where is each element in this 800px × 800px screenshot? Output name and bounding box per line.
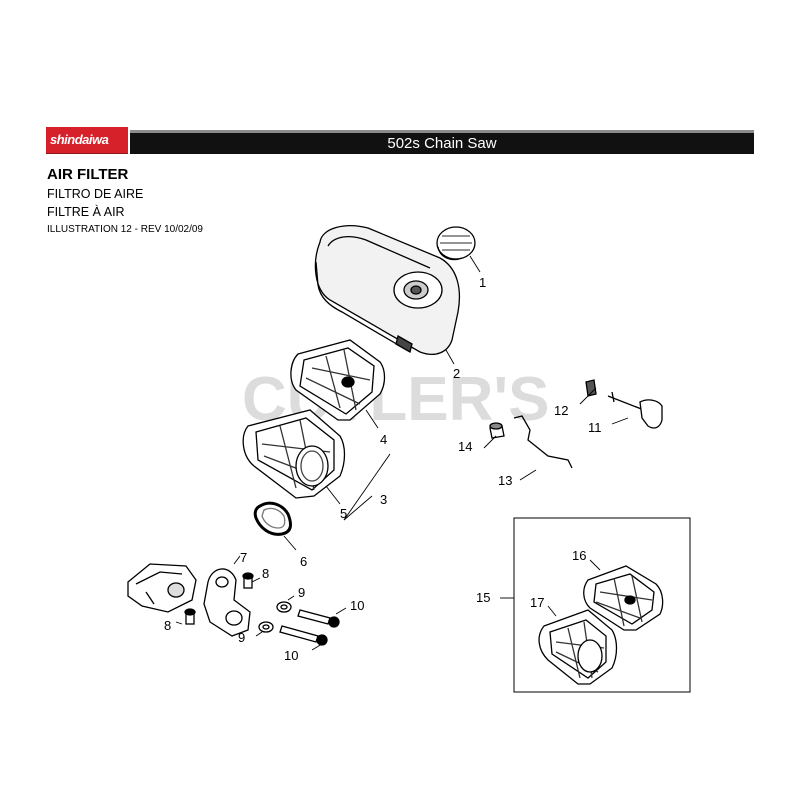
- part-washer-9b: [258, 621, 274, 633]
- section-title-es: FILTRO DE AIRE: [47, 187, 144, 201]
- brand-logo: shindaiwa: [46, 127, 128, 154]
- illustration-rev: ILLUSTRATION 12 - REV 10/02/09: [47, 224, 203, 235]
- callout-7: 7: [240, 550, 247, 565]
- part-choke-lever: [607, 391, 663, 429]
- part-screw-8b: [184, 608, 196, 625]
- callout-5: 5: [340, 506, 347, 521]
- page-header: shindaiwa 502s Chain Saw: [46, 127, 754, 154]
- title-bar: 502s Chain Saw: [130, 130, 754, 154]
- callout-6: 6: [300, 554, 307, 569]
- part-filter-base-17: [538, 609, 618, 685]
- part-carburetor: [127, 563, 197, 613]
- part-filter-base: [242, 409, 346, 499]
- inset-box: [513, 517, 691, 693]
- callout-4: 4: [380, 432, 387, 447]
- part-screw-8a: [242, 572, 254, 589]
- callout-16: 16: [572, 548, 586, 563]
- part-bolt-10a: [297, 609, 340, 628]
- part-gasket: [253, 501, 292, 536]
- callout-11: 11: [588, 420, 602, 435]
- callout-8b: 8: [164, 618, 171, 633]
- title-bar-stripe: [130, 130, 754, 133]
- part-filter-element: [290, 339, 386, 421]
- callout-9a: 9: [298, 585, 305, 600]
- callout-10a: 10: [350, 598, 364, 613]
- callout-15: 15: [476, 590, 490, 605]
- part-12-clip: [585, 379, 597, 397]
- part-cover-knob: [436, 226, 476, 261]
- part-filter-element-16: [583, 565, 664, 631]
- callout-10b: 10: [284, 648, 298, 663]
- part-insulator: [203, 568, 251, 637]
- callout-8a: 8: [262, 566, 269, 581]
- callout-1: 1: [479, 275, 486, 290]
- leader-lines: [175, 255, 629, 651]
- part-air-filter-cover: [314, 225, 461, 355]
- callout-13: 13: [498, 473, 512, 488]
- section-title-fr: FILTRE À AIR: [47, 205, 125, 219]
- callout-3: 3: [380, 492, 387, 507]
- part-rod: [513, 415, 573, 469]
- callout-14: 14: [458, 439, 472, 454]
- callout-12: 12: [554, 403, 568, 418]
- model-title: 502s Chain Saw: [387, 135, 497, 152]
- section-title: AIR FILTER: [47, 166, 129, 183]
- callout-17: 17: [530, 595, 544, 610]
- part-bolt-10b: [279, 625, 328, 646]
- brand-logo-text: shindaiwa: [50, 132, 109, 147]
- part-14-grommet: [489, 422, 505, 439]
- callout-9b: 9: [238, 630, 245, 645]
- callout-2: 2: [453, 366, 460, 381]
- part-washer-9a: [276, 601, 292, 613]
